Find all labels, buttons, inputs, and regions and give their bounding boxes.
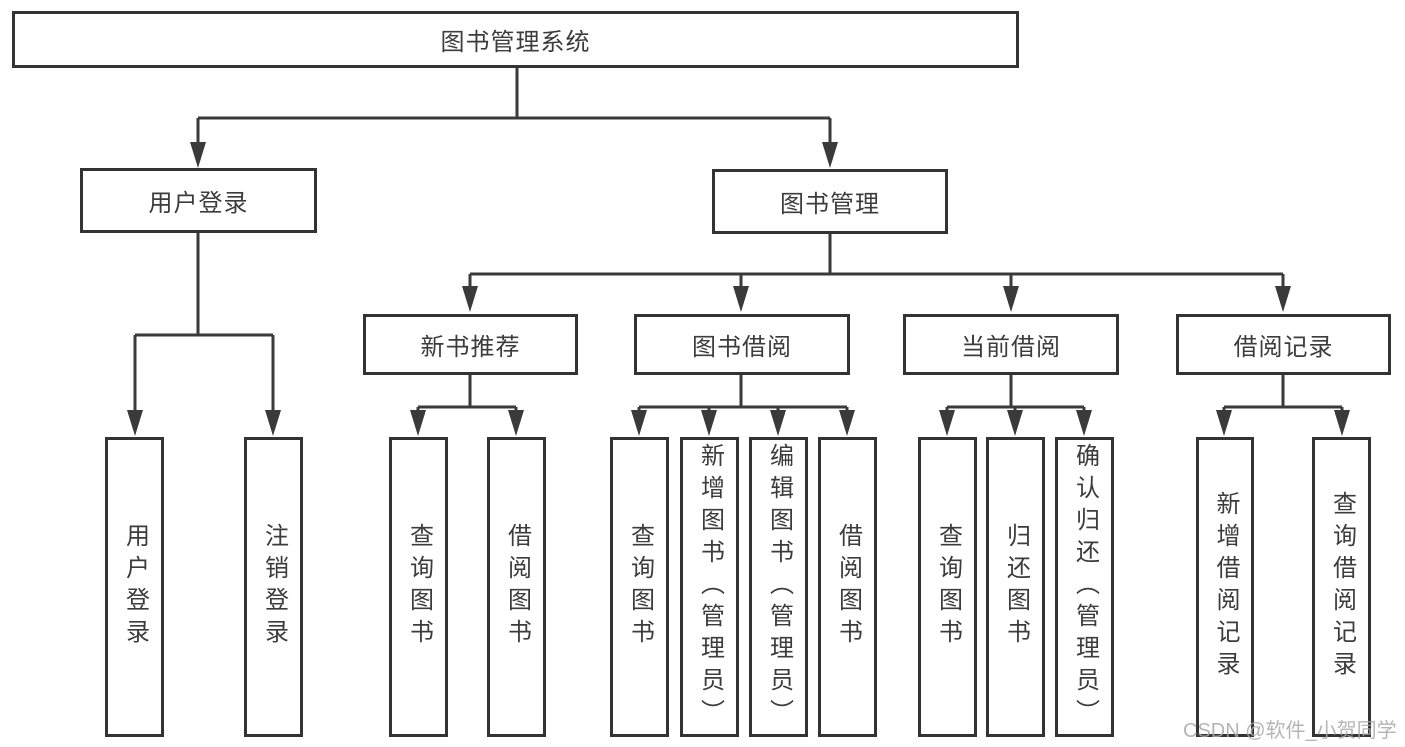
leaf-logout: 注销登录 [244, 437, 303, 737]
leaf-edit-book-admin: 编辑图书（管理员） [749, 437, 808, 737]
arrow-icon [127, 410, 143, 436]
connector-new-book-recommend [416, 375, 518, 414]
connector-borrowing-records [1222, 375, 1344, 414]
node-user-login: 用户登录 [80, 168, 317, 233]
node-label: 确认归还（管理员） [1071, 443, 1099, 731]
node-label: 借阅记录 [1233, 334, 1334, 361]
arrow-icon [822, 142, 838, 168]
node-book-management: 图书管理 [712, 169, 948, 234]
arrow-icon [701, 410, 717, 436]
arrow-icon [508, 410, 524, 436]
node-label: 注销登录 [260, 523, 288, 651]
arrow-icon [462, 286, 478, 312]
arrowheads [127, 142, 1350, 436]
node-label: 新增借阅记录 [1212, 491, 1239, 683]
arrow-icon [1216, 410, 1232, 436]
node-root: 图书管理系统 [12, 11, 1019, 68]
node-label: 查询图书 [934, 523, 962, 651]
arrow-icon [770, 410, 786, 436]
node-label: 新增图书（管理员） [696, 443, 724, 731]
node-label: 图书管理系统 [440, 29, 591, 56]
node-label: 新书推荐 [420, 334, 521, 361]
leaf-return-books: 归还图书 [986, 437, 1045, 737]
leaf-query-books-recommend: 查询图书 [389, 437, 448, 737]
arrow-icon [839, 410, 855, 436]
arrow-icon [265, 410, 281, 436]
leaf-query-books-current: 查询图书 [918, 437, 977, 737]
arrow-icon [1007, 410, 1023, 436]
leaf-borrow-books-borrowing: 借阅图书 [818, 437, 877, 737]
arrow-icon [410, 410, 426, 436]
connector-book-borrowing [637, 375, 849, 414]
connector-root [196, 68, 832, 146]
connector-book-management [468, 234, 1285, 290]
node-label: 查询图书 [405, 523, 433, 651]
node-label: 查询借阅记录 [1328, 491, 1356, 683]
arrow-icon [190, 142, 206, 168]
arrow-icon [1275, 286, 1291, 312]
node-book-borrowing: 图书借阅 [634, 314, 850, 375]
node-label: 用户登录 [121, 523, 149, 651]
node-label: 归还图书 [1002, 523, 1030, 651]
leaf-query-books-borrowing: 查询图书 [610, 437, 669, 737]
node-label: 图书借阅 [692, 334, 792, 361]
node-new-book-recommend: 新书推荐 [363, 314, 578, 375]
node-label: 借阅图书 [503, 523, 531, 651]
node-label: 用户登录 [148, 190, 249, 217]
csdn-watermark: CSDN @软件_小贺同学 [1183, 720, 1397, 742]
leaf-confirm-return-admin: 确认归还（管理员） [1055, 437, 1114, 737]
node-label: 当前借阅 [961, 334, 1061, 361]
arrow-icon [1334, 410, 1350, 436]
arrow-icon [631, 410, 647, 436]
connector-user-login [133, 232, 275, 414]
leaf-add-book-admin: 新增图书（管理员） [680, 437, 739, 737]
leaf-add-borrow-record: 新增借阅记录 [1196, 437, 1254, 737]
node-label: 编辑图书（管理员） [765, 443, 793, 731]
arrow-icon [1003, 286, 1019, 312]
arrow-icon [1076, 410, 1092, 436]
connector-current-borrowing [945, 375, 1086, 414]
arrow-icon [733, 286, 749, 312]
arrow-icon [939, 410, 955, 436]
node-borrowing-records: 借阅记录 [1176, 314, 1391, 375]
node-label: 借阅图书 [834, 523, 862, 651]
node-label: 查询图书 [626, 523, 654, 651]
leaf-user-login: 用户登录 [105, 437, 164, 737]
leaf-query-borrow-record: 查询借阅记录 [1312, 437, 1371, 737]
node-current-borrowing: 当前借阅 [903, 314, 1119, 375]
leaf-borrow-books-recommend: 借阅图书 [487, 437, 546, 737]
node-label: 图书管理 [780, 191, 880, 218]
